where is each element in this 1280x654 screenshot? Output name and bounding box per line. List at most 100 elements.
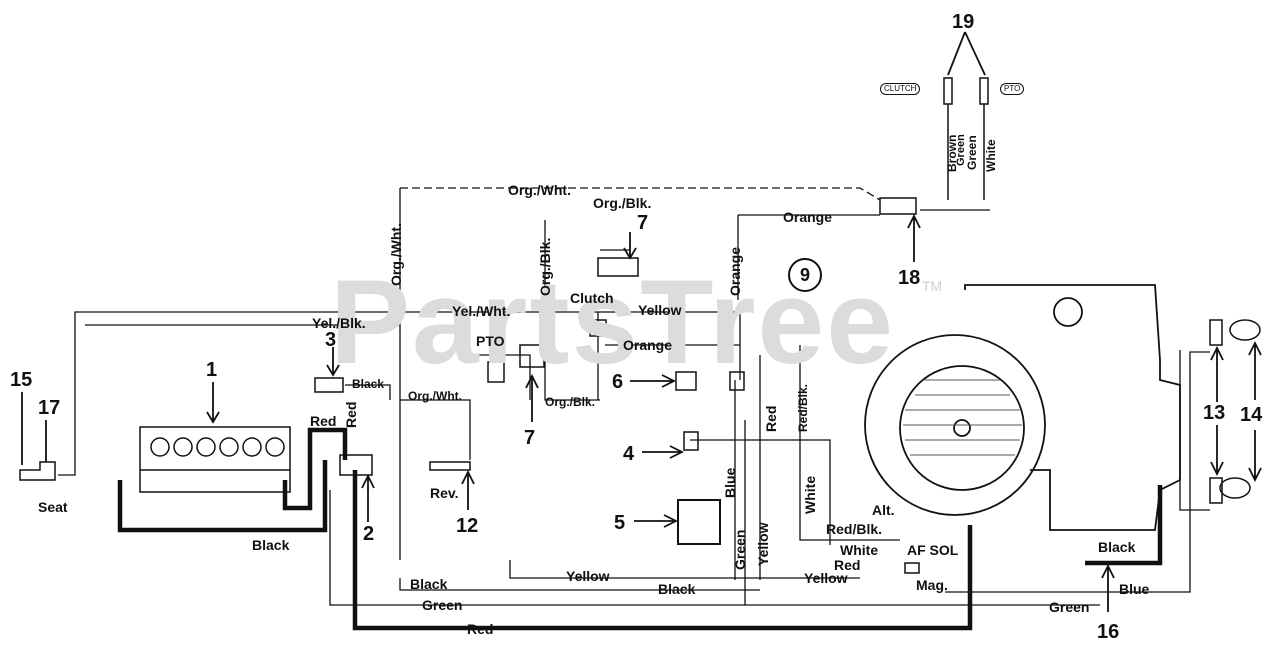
callout-15: 15 xyxy=(10,369,33,391)
label-org-wht-vert: Org./Wht. xyxy=(388,223,404,286)
label-black-low: Black xyxy=(410,576,448,592)
label-clutch: Clutch xyxy=(570,290,614,306)
wire-black-3 xyxy=(345,384,391,400)
arrow-18 xyxy=(907,213,921,262)
tag-pto: PTO xyxy=(1000,83,1025,95)
label-blue-right: Blue xyxy=(1119,581,1150,597)
label-black-right: Black xyxy=(1098,539,1136,555)
engine-grille xyxy=(903,379,1022,456)
wire-yellow-low xyxy=(509,560,860,579)
wire-yel-wht xyxy=(400,311,741,380)
watermark-tm: TM xyxy=(922,278,943,294)
callout-17: 17 xyxy=(38,397,61,419)
arrow-13 xyxy=(1210,345,1224,477)
wire-white xyxy=(690,439,831,545)
callout-3: 3 xyxy=(325,329,337,351)
conn-18 xyxy=(879,197,917,215)
label-black-3: Black xyxy=(352,377,385,391)
label-pto: PTO xyxy=(476,333,505,349)
label-red-low: Red xyxy=(834,557,861,573)
label-af-sol: AF SOL xyxy=(907,542,959,558)
wire-org-wht-mid xyxy=(400,399,471,460)
arrow-6 xyxy=(630,374,677,388)
arrow-16 xyxy=(1101,563,1115,612)
label-black-low2: Black xyxy=(658,581,696,597)
label-yel-blk: Yel./Blk. xyxy=(312,315,366,331)
label-green-right: Green xyxy=(1049,599,1090,615)
wire-black-left xyxy=(117,460,328,533)
callout-6: 6 xyxy=(612,371,624,393)
label-rev: Rev. xyxy=(430,485,459,501)
switch-3 xyxy=(314,377,344,393)
label-white: White xyxy=(840,542,879,558)
callout-18: 18 xyxy=(898,267,921,289)
clutch-conn xyxy=(589,319,607,337)
label-red-blk-vert: Red/Blk. xyxy=(796,383,810,432)
arrow-1 xyxy=(206,382,220,424)
label-orange-mid: Orange xyxy=(623,337,673,353)
arrow-4 xyxy=(642,445,685,459)
wire-org-wht-top xyxy=(400,187,881,201)
label-red-mid-vert: Red xyxy=(763,405,779,432)
callout-14: 14 xyxy=(1240,404,1263,426)
label-org-wht-mid: Org./Wht. xyxy=(408,389,462,403)
label-org-blk-mid: Org./Blk. xyxy=(545,395,596,409)
arrow-14 xyxy=(1248,340,1262,483)
label-orange-top: Orange xyxy=(783,209,833,225)
solenoid-2 xyxy=(339,454,373,476)
label-yellow-top: Yellow xyxy=(638,302,682,318)
wire-blue-right xyxy=(945,351,1210,593)
callout-16: 16 xyxy=(1097,621,1120,643)
callout-7a: 7 xyxy=(637,212,649,234)
wire-black-right xyxy=(1085,485,1163,566)
module-5 xyxy=(677,499,721,545)
label-black-left: Black xyxy=(252,537,290,553)
wire-redblk xyxy=(799,345,900,541)
wire-org-blk xyxy=(544,220,600,401)
label-yellow-vert: Yellow xyxy=(755,522,771,566)
label-alt: Alt. xyxy=(872,502,895,518)
switch-4 xyxy=(683,431,699,451)
tag-clutch: CLUTCH xyxy=(880,83,921,95)
arrow-12 xyxy=(461,469,475,510)
callout-1: 1 xyxy=(206,359,218,381)
label-yellow-low: Yellow xyxy=(566,568,610,584)
label-red-top: Red xyxy=(310,413,337,429)
label-yel-wht: Yel./Wht. xyxy=(452,303,511,319)
callout-12: 12 xyxy=(456,515,479,537)
af-sol xyxy=(904,562,920,574)
callout-7b: 7 xyxy=(524,427,536,449)
label-org-wht-top: Org./Wht. xyxy=(508,182,571,198)
pto-switch xyxy=(487,361,505,383)
label-green-low: Green xyxy=(422,597,463,613)
label-red-blk: Red/Blk. xyxy=(826,521,883,537)
arrow-2 xyxy=(361,473,375,522)
label-seat: Seat xyxy=(38,499,68,515)
wire-right-vert xyxy=(1179,350,1210,511)
label-yellow-low2: Yellow xyxy=(804,570,848,586)
arrow-19 xyxy=(947,31,986,76)
label-white-vert: White xyxy=(802,475,818,514)
wire-red-top xyxy=(282,427,348,511)
arrow-7a xyxy=(623,232,637,260)
label-org-blk-vert: Org./Blk. xyxy=(537,237,553,296)
callout-9: 9 xyxy=(788,258,822,292)
callout-2: 2 xyxy=(363,523,375,545)
plugs-19 xyxy=(943,77,989,200)
wire-seat xyxy=(58,311,400,476)
arrow-3 xyxy=(326,347,340,377)
label-red-vert: Red xyxy=(343,401,359,428)
label-orange-vert: Orange xyxy=(727,246,743,296)
wire-red-bottom xyxy=(352,470,973,631)
engine xyxy=(864,284,1181,531)
callout-13: 13 xyxy=(1203,402,1226,424)
label-mag: Mag. xyxy=(916,577,948,593)
label-green19b: Green xyxy=(965,135,979,170)
label-blue-vert: Blue xyxy=(722,467,738,498)
callout-19: 19 xyxy=(952,11,975,33)
wire-pto xyxy=(465,354,531,400)
wire-black-low xyxy=(399,578,760,591)
label-red-bottom: Red xyxy=(467,621,494,637)
label-org-blk-top: Org./Blk. xyxy=(593,195,652,211)
